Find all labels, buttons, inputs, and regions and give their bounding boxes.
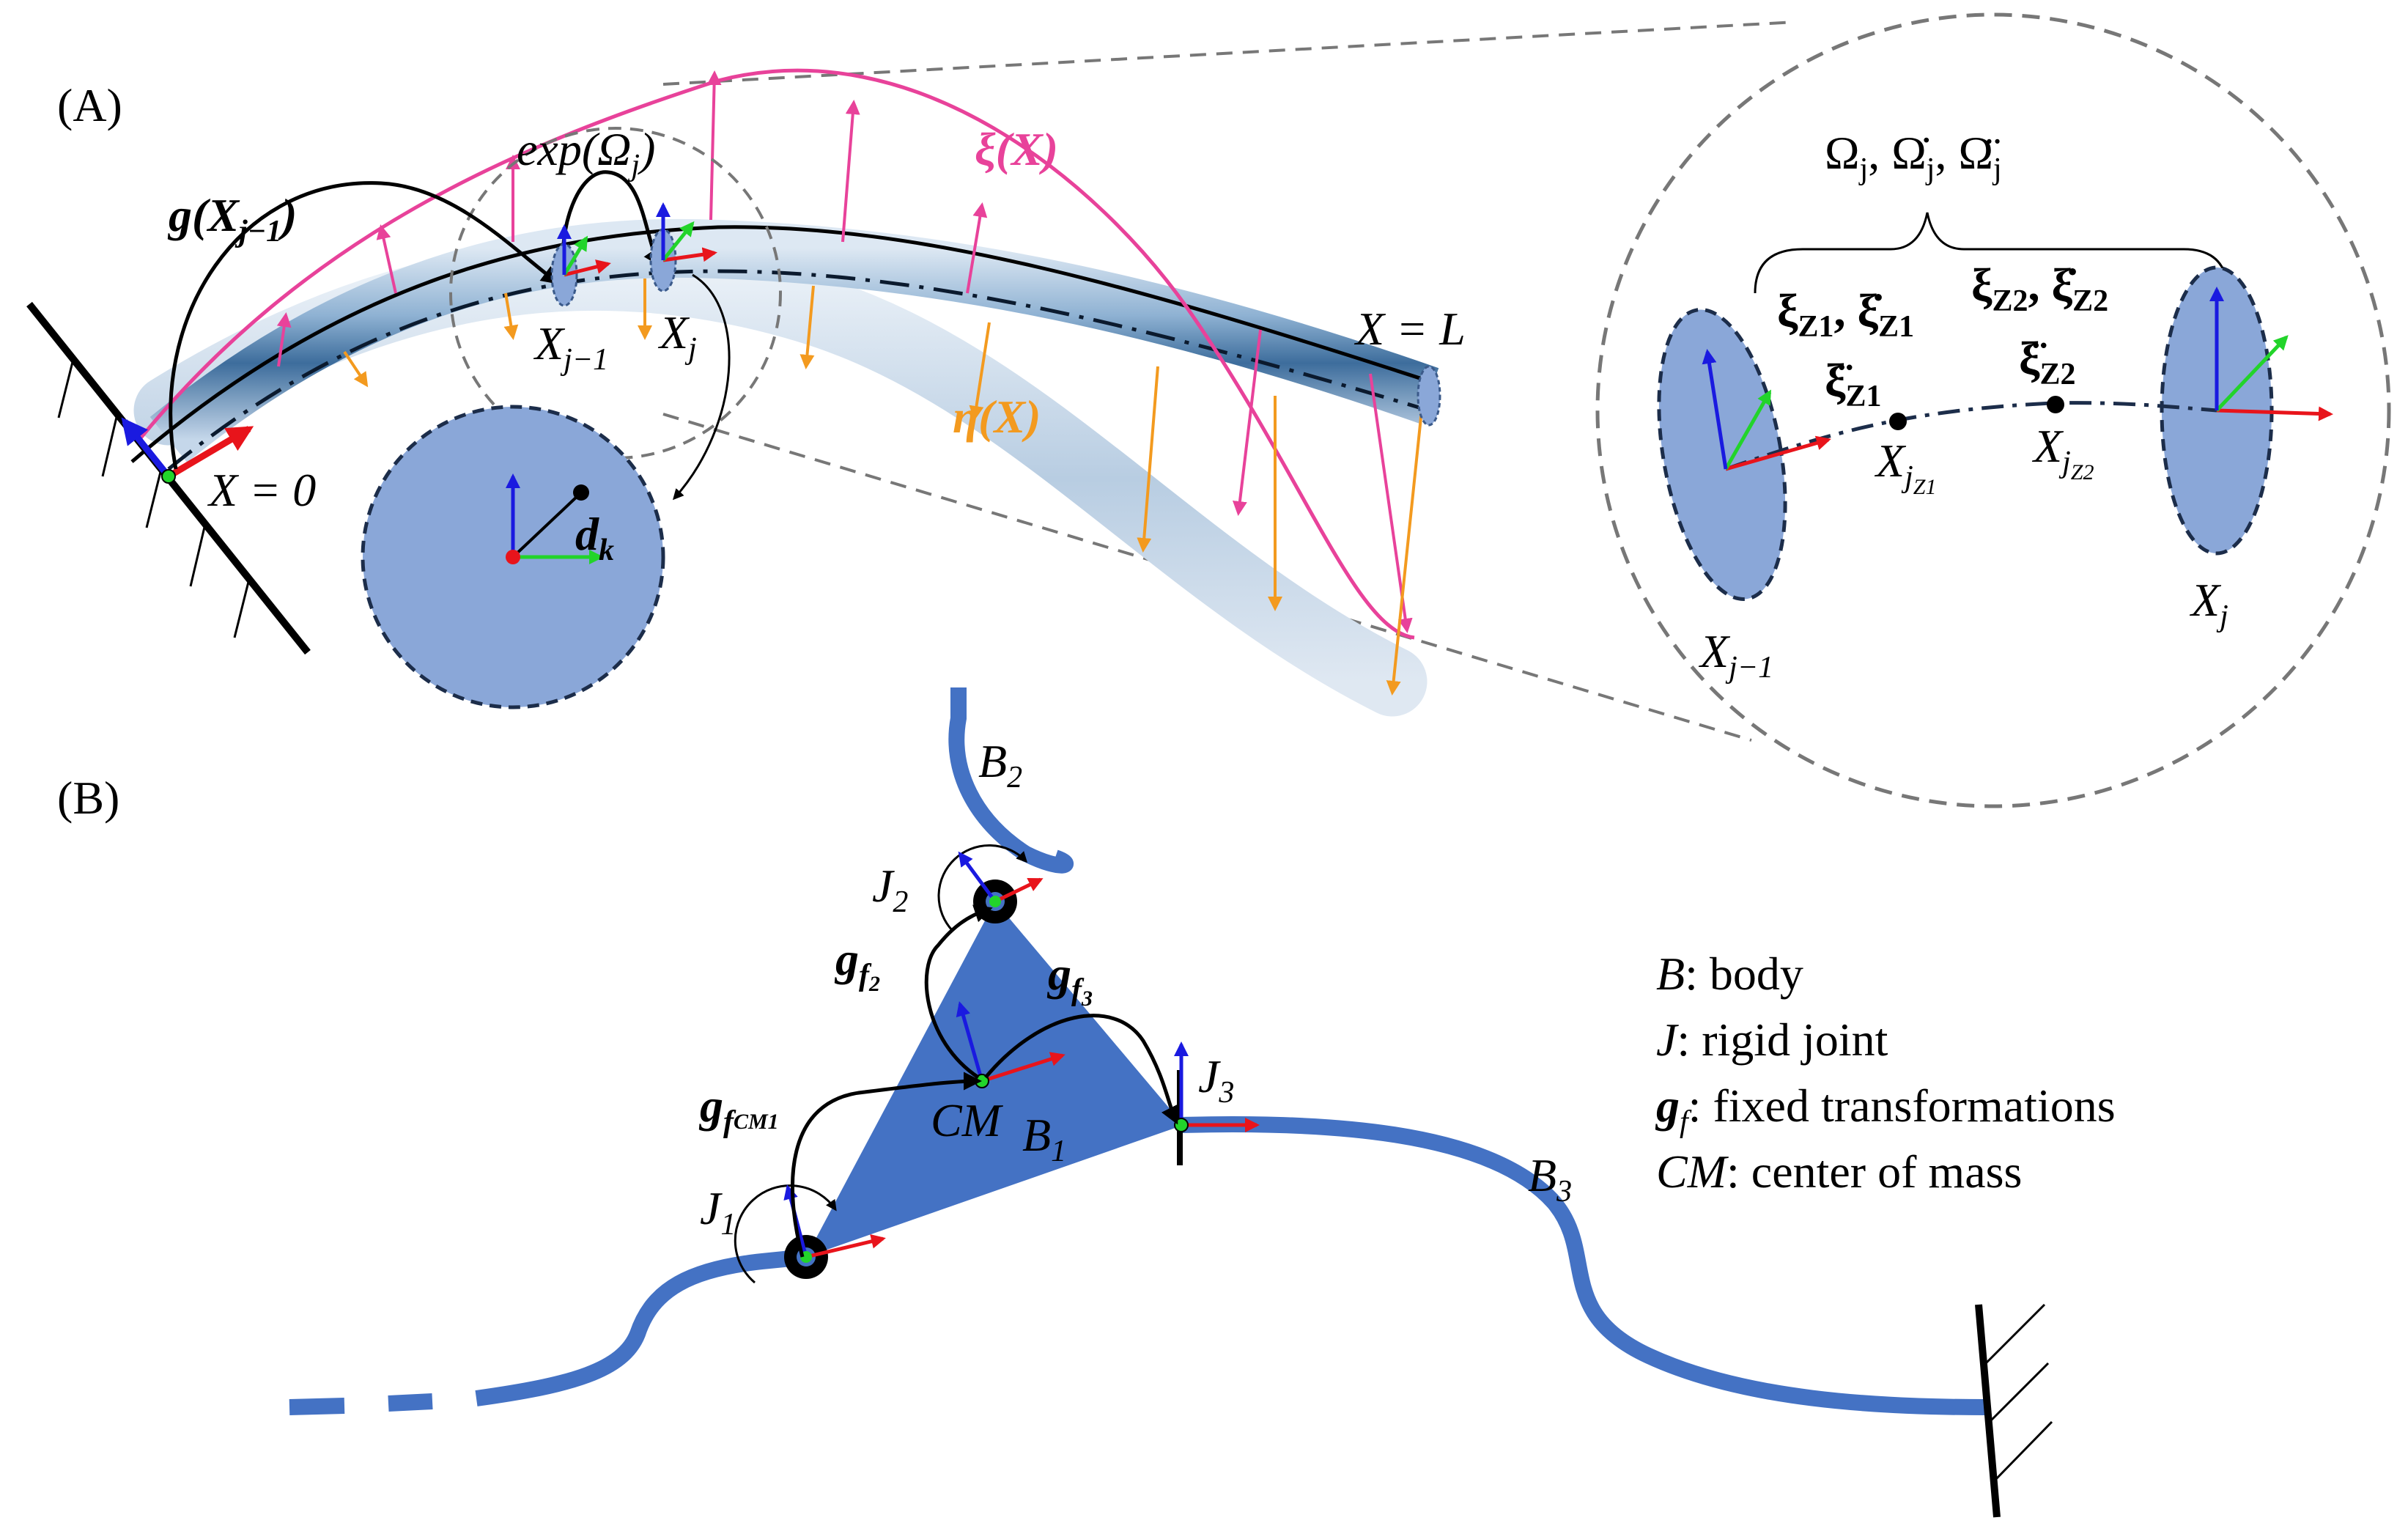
g-label: g(Xj−1) [167, 189, 297, 248]
panel-a-label: (A) [57, 79, 122, 131]
zoom-point-z2 [2047, 396, 2064, 413]
gf2-arrow [924, 904, 993, 1080]
eta-arrows [343, 279, 1423, 696]
panel-b-label: (B) [57, 772, 119, 824]
xj1-red-axis [564, 259, 611, 277]
body-b1 [806, 901, 1183, 1257]
g-transform-arrow [169, 181, 560, 470]
gf2-label: gf2 [834, 933, 880, 996]
b3-label: B3 [1528, 1149, 1572, 1209]
clamp-right-hatch [1984, 1303, 2053, 1482]
legend-body: B: body [1656, 948, 1803, 1000]
xi-z1-labels: ξZ1, ξ̇Z1 [1777, 284, 1914, 344]
rod [149, 218, 1439, 463]
cm-label: CM [931, 1094, 1004, 1146]
x0-label: X = 0 [207, 464, 316, 516]
b2-label: B2 [978, 735, 1022, 794]
xi-z2-labels: ξZ2, ξ̇Z2 [1971, 259, 2108, 318]
legend-transform: gf: fixed transformations [1655, 1080, 2116, 1139]
clamp-right-wall [1975, 1304, 2001, 1518]
legend-joint: J: rigid joint [1656, 1014, 1888, 1066]
zoom-right-red [2216, 406, 2333, 421]
j1-label: J1 [700, 1182, 736, 1242]
magnifier-circle [449, 127, 782, 460]
xj1-label: Xj−1 [533, 317, 608, 377]
xj-red-axis [662, 247, 717, 262]
x0-blue-axis [121, 417, 171, 479]
zoom-brace [1754, 212, 2229, 294]
xj-green-axis [662, 221, 695, 262]
xi-ddot-z2: ξ̈Z2 [2019, 332, 2076, 391]
zoom-circle [1595, 12, 2391, 808]
dk-origin [506, 550, 520, 564]
rod-reference-line [130, 225, 1430, 463]
eta-label: η(X) [953, 391, 1041, 443]
xz2-label: XjZ2 [2031, 420, 2094, 484]
x0-red-axis [166, 426, 254, 479]
dk-vector [511, 493, 580, 558]
dk-label: dk [575, 508, 614, 567]
x0-origin [161, 469, 176, 484]
section-pointer-arrow [672, 273, 731, 501]
zoom-left-label: Xj−1 [1698, 625, 1773, 685]
j2-label: J2 [872, 860, 908, 919]
xj-label: Xj [657, 306, 697, 366]
xz1-label: XjZ1 [1874, 435, 1936, 499]
gfcm-label: gfCM1 [698, 1080, 779, 1139]
zoom-left-blue [1702, 349, 1728, 470]
exp-label: exp(Ωj) [517, 123, 655, 182]
j3-label: J3 [1198, 1050, 1234, 1110]
xl-label: X = L [1353, 303, 1466, 355]
dk-point [573, 484, 589, 501]
b1-label: B1 [1022, 1109, 1066, 1168]
beam-b3 [289, 1115, 1987, 1415]
zoom-right-green [2215, 335, 2289, 412]
zoom-right-label: Xj [2189, 574, 2228, 633]
xi-ddot-z1: ξ̈Z1 [1825, 354, 1882, 413]
clamp-hatch [57, 358, 251, 638]
rod-centerline [167, 269, 1430, 471]
zoom-centerline [1725, 401, 2217, 471]
zoom-left-red [1725, 435, 1831, 471]
j1-rotation-arc [734, 1184, 837, 1284]
section-tip [1417, 365, 1441, 427]
frame-j3 [1174, 1041, 1260, 1132]
j2-rotation-arc [937, 844, 1028, 932]
gf-cm-arrow [790, 1072, 982, 1258]
beam-b2 [948, 687, 1074, 874]
gf3-arrow [984, 1014, 1178, 1125]
omega-labels: Ωj, Ω̇j, Ω̈j [1825, 127, 2002, 186]
xi-arrows [276, 70, 1413, 633]
legend-cm: CM: center of mass [1656, 1146, 2022, 1198]
xj1-green-axis [562, 235, 588, 276]
zoom-connector-top [662, 21, 1796, 86]
zoom-point-z1 [1889, 413, 1907, 430]
xi-label: ξ(X) [975, 123, 1058, 175]
frame-j2 [958, 851, 1044, 907]
legend: B: body J: rigid joint gf: fixed transfo… [1655, 948, 2116, 1198]
zoom-left-green [1724, 389, 1772, 471]
gf3-label: gf3 [1046, 948, 1093, 1011]
